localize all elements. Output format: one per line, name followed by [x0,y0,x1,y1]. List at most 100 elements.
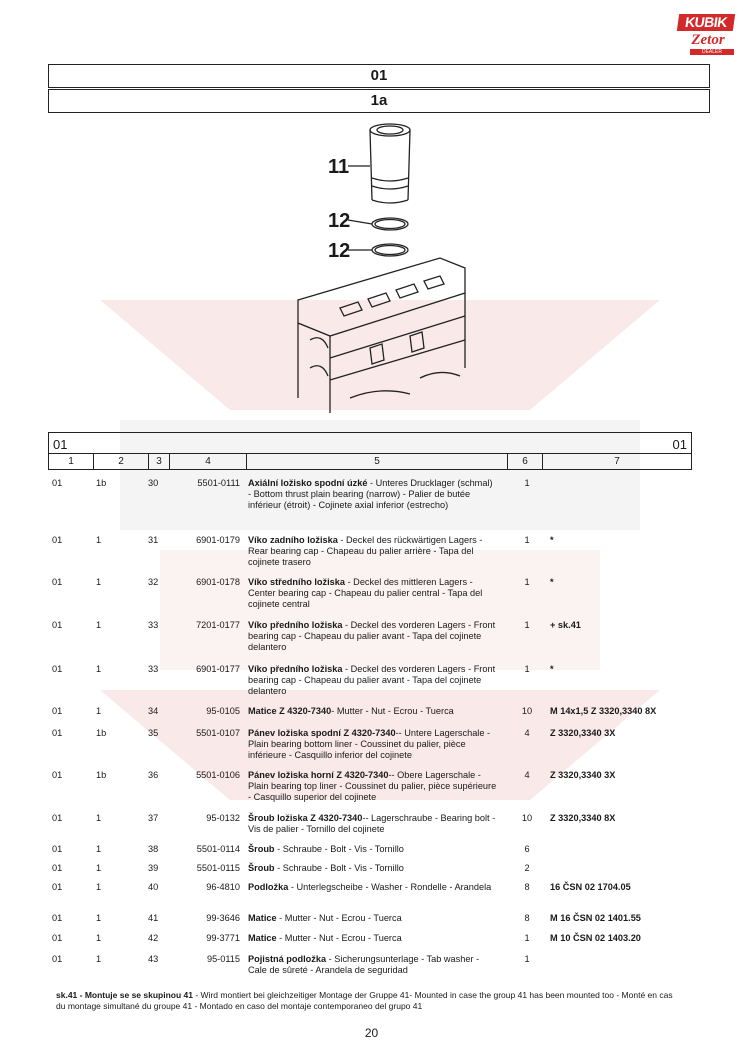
cell-col2: 1 [96,620,102,630]
cell-part-number: 95-0115 [206,954,240,964]
callout-12-upper: 12 [328,210,351,232]
cell-col1: 01 [52,770,63,780]
part-name: Matice [248,913,277,923]
cell-remark: * [550,535,554,545]
part-translations: - Deckel des mittleren Lagers - Center b… [248,577,483,609]
part-translations: - Schraube - Bolt - Vis - Tornillo [274,863,404,873]
cell-col3: 41 [148,913,159,923]
cell-col3: 36 [148,770,159,780]
cell-part-number: 5501-0107 [196,728,240,738]
part-translations: -- Untere Lagerschale - Plain bearing bo… [248,728,491,760]
cell-quantity: 1 [524,478,530,488]
part-name: Matice Z 4320-7340 [248,706,332,716]
part-translations: - Unteres Drucklager (schmal) - Bottom t… [248,478,493,510]
cell-col3: 38 [148,844,159,854]
cell-part-number: 5501-0114 [196,844,240,854]
subgroup-header: 1a [48,89,710,113]
cell-col1: 01 [52,664,63,674]
cell-quantity: 1 [524,577,530,587]
part-name: Víko středního ložiska [248,577,346,587]
part-translations: - Mutter - Nut - Ecrou - Tuerca [276,933,402,943]
column-header: 2 [94,454,149,469]
cell-col3: 30 [148,478,159,488]
column-header: 5 [247,454,508,469]
cell-col2: 1b [96,478,107,488]
callout-11: 11 [328,156,350,178]
part-translations: - Mutter - Nut - Ecrou - Tuerca [276,913,402,923]
part-translations: - Deckel des vorderen Lagers - Front bea… [248,620,496,652]
part-name: Axiální ložisko spodní úzké [248,478,368,488]
footnote-lead: sk.41 - Montuje se se skupinou 41 [56,990,193,1000]
column-header: 1 [49,454,94,469]
cell-description: Axiální ložisko spodní úzké - Unteres Dr… [248,478,498,511]
part-name: Šroub [248,844,275,854]
cell-quantity: 8 [524,882,530,892]
part-name: Šroub [248,863,275,873]
cell-col1: 01 [52,728,63,738]
cell-col2: 1 [96,882,102,892]
cell-col2: 1 [96,813,102,823]
column-header: 4 [170,454,247,469]
cell-col3: 37 [148,813,159,823]
cell-col3: 43 [148,954,159,964]
cell-col2: 1b [96,728,107,738]
cell-remark: Z 3320,3340 3X [550,770,616,780]
cell-description: Šroub - Schraube - Bolt - Vis - Tornillo [248,863,498,874]
cell-part-number: 6901-0178 [196,577,240,587]
cell-quantity: 8 [524,913,530,923]
cell-col1: 01 [52,620,63,630]
table-code-row: 01 01 [49,433,691,453]
cell-col3: 33 [148,620,159,630]
cell-description: Matice - Mutter - Nut - Ecrou - Tuerca [248,913,498,924]
group-code: 01 [370,67,388,84]
cell-remark: Z 3320,3340 8X [550,813,616,823]
cell-col3: 39 [148,863,159,873]
part-name: Pojistná podložka [248,954,327,964]
callout-12-lower: 12 [328,240,351,262]
part-name: Podložka [248,882,289,892]
page-number: 20 [364,1026,379,1040]
part-translations: - Schraube - Bolt - Vis - Tornillo [274,844,404,854]
cell-col2: 1 [96,954,102,964]
brand-top: KUBIK [676,14,736,31]
cell-remark: Z 3320,3340 3X [550,728,616,738]
part-translations: - Sicherungsunterlage - Tab washer - Cal… [248,954,480,975]
cell-part-number: 95-0105 [206,706,240,716]
cell-col1: 01 [52,813,63,823]
cell-col3: 34 [148,706,159,716]
cell-description: Pánev ložiska horní Z 4320-7340-- Obere … [248,770,498,803]
part-name: Matice [248,933,277,943]
cell-part-number: 5501-0106 [196,770,240,780]
cell-col2: 1 [96,933,102,943]
cell-col1: 01 [52,844,63,854]
cell-description: Šroub ložiska Z 4320-7340-- Lagerschraub… [248,813,498,835]
cell-col1: 01 [52,706,63,716]
cell-col2: 1 [96,844,102,854]
part-name: Pánev ložiska horní Z 4320-7340 [248,770,389,780]
part-name: Šroub ložiska Z 4320-7340 [248,813,363,823]
cell-part-number: 6901-0177 [196,664,240,674]
subgroup-code: 1a [370,92,388,109]
cell-remark: M 16 ČSN 02 1401.55 [550,913,641,923]
cell-col3: 33 [148,664,159,674]
cell-remark: M 14x1,5 Z 3320,3340 8X [550,706,657,716]
part-translations: - Mutter - Nut - Ecrou - Tuerca [331,706,454,716]
part-translations: -- Obere Lagerschale - Plain bearing top… [248,770,497,802]
cell-remark: 16 ČSN 02 1704.05 [550,882,631,892]
cell-part-number: 99-3646 [206,913,240,923]
cell-col2: 1 [96,535,102,545]
cell-col1: 01 [52,478,63,488]
cell-description: Šroub - Schraube - Bolt - Vis - Tornillo [248,844,498,855]
part-name: Pánev ložiska spodní Z 4320-7340 [248,728,396,738]
cell-col1: 01 [52,863,63,873]
cell-quantity: 1 [524,535,530,545]
cell-quantity: 1 [524,954,530,964]
cell-part-number: 95-0132 [206,813,240,823]
part-name: Víko předního ložiska [248,664,343,674]
cell-part-number: 5501-0111 [197,478,240,488]
cell-col3: 31 [148,535,159,545]
table-column-headers: 1 2 3 4 5 6 7 [49,453,691,470]
cell-description: Víko zadního ložiska - Deckel des rückwä… [248,535,498,568]
cell-col2: 1b [96,770,107,780]
cell-part-number: 7201-0177 [196,620,240,630]
